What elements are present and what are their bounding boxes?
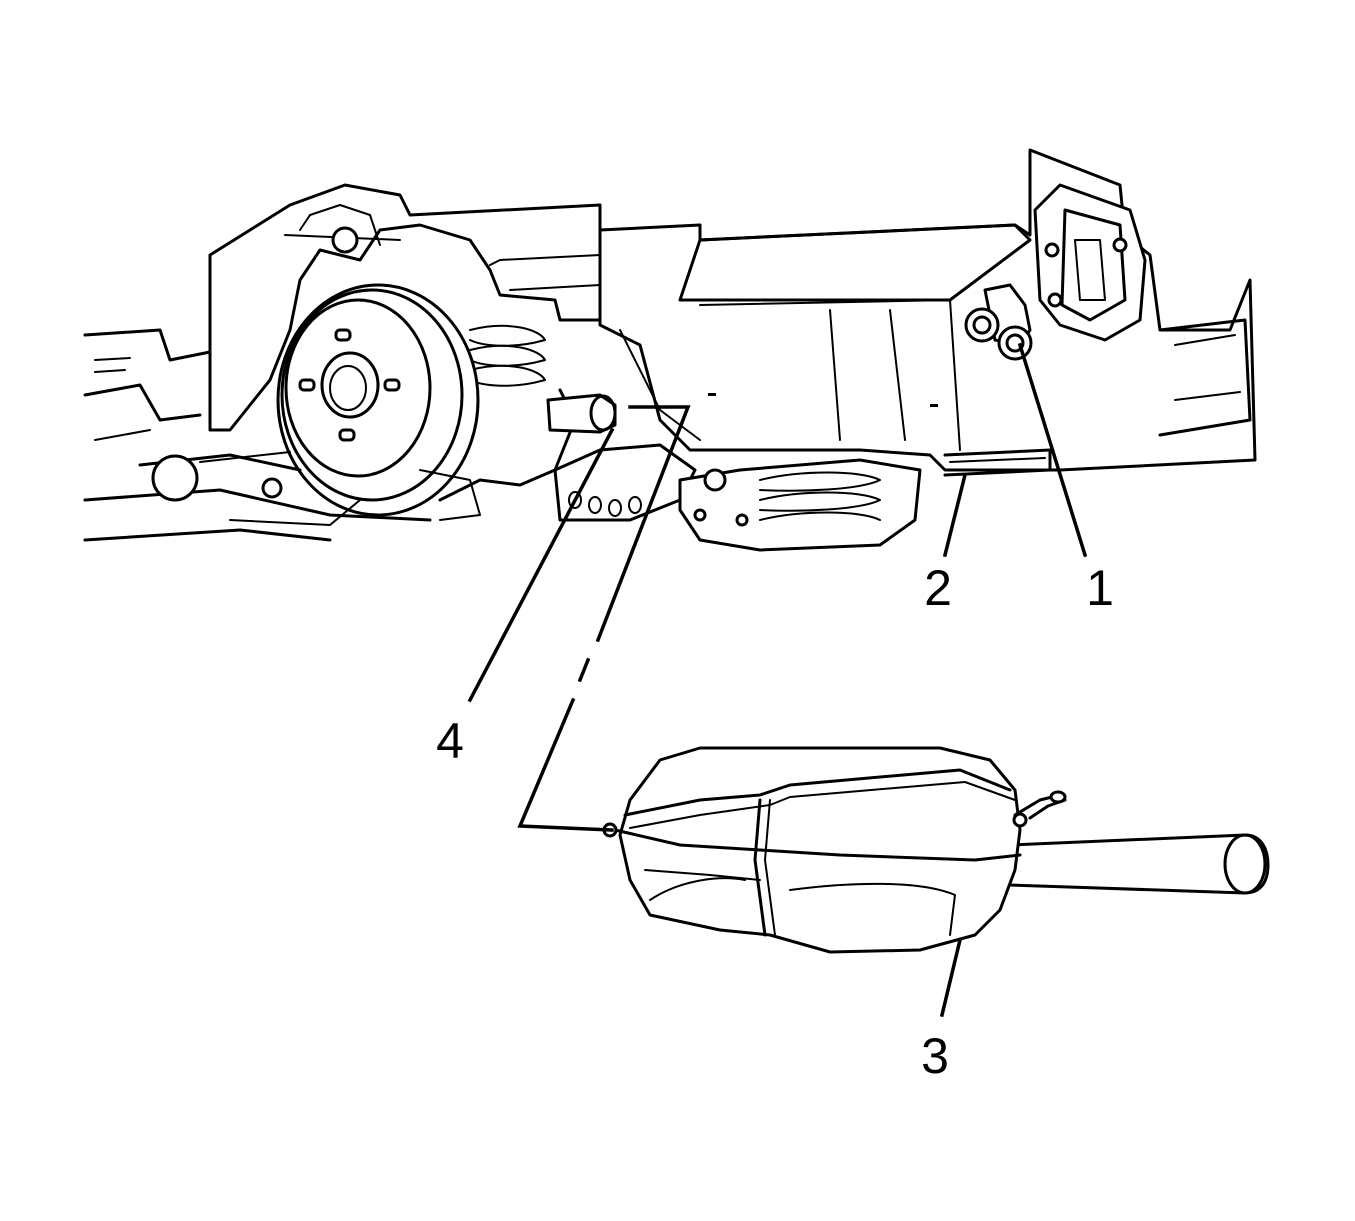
callout-2: 2 xyxy=(924,560,952,616)
leader-line-3 xyxy=(939,937,963,1018)
callout-4: 4 xyxy=(436,713,464,769)
vehicle-underbody xyxy=(83,148,1257,552)
leader-line-1 xyxy=(1017,342,1088,558)
rear-muffler xyxy=(602,746,1270,954)
leader-line-4 xyxy=(467,427,615,703)
brake-drum xyxy=(276,283,480,517)
leader-lines xyxy=(467,342,1088,1018)
callout-3: 3 xyxy=(921,1028,949,1084)
alignment-line xyxy=(595,405,691,643)
alignment-line-dash xyxy=(577,657,591,683)
exhaust-hanger-insulator xyxy=(964,283,1033,361)
alignment-line-lower xyxy=(517,697,614,832)
callout-1: 1 xyxy=(1086,560,1114,616)
leader-line-2 xyxy=(942,472,968,558)
